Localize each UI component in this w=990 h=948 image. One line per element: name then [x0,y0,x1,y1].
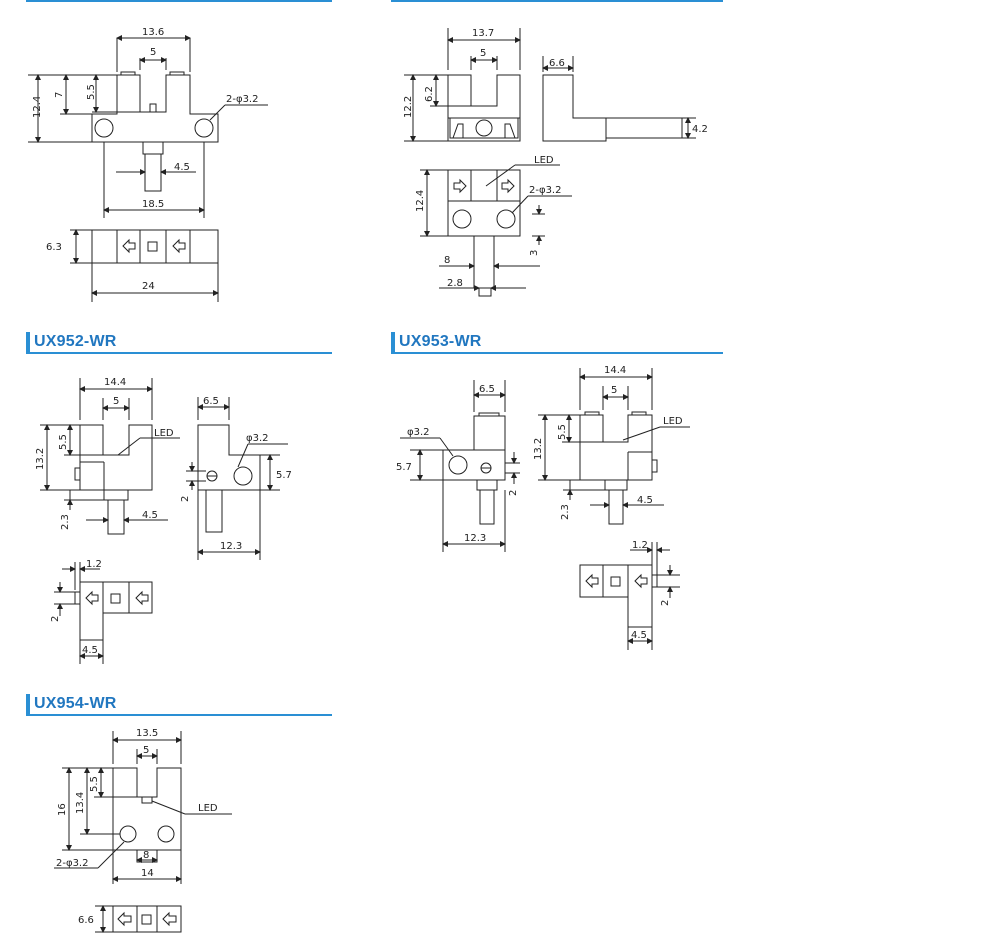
dim-c-height: 13.2 [35,448,46,470]
drawing-a: 13.6 5 12.4 7 5.5 2-φ3.2 4.5 18.5 6.3 24 [28,27,268,302]
led-label-c: LED [154,428,174,439]
dim-d-len: 12.3 [464,533,486,544]
dim-d-y: 5.7 [396,462,412,473]
section-header-ux954: UX954-WR [26,692,332,716]
drawing-b: 13.7 5 12.2 6.2 6.6 4.2 LED 2-φ3.2 12. [403,28,708,297]
dim-b-side-h: 4.2 [692,124,708,135]
dim-c-a: 2.3 [60,514,71,530]
led-label-e: LED [198,803,218,814]
dim-c-y2: 2 [180,496,191,502]
dim-c-t3: 4.5 [82,645,98,656]
dim-b-height: 12.2 [403,96,414,118]
dim-c-stem: 4.5 [142,510,158,521]
dim-e-hole: 2-φ3.2 [56,858,88,869]
dim-c-y: 5.7 [276,470,292,481]
dim-d-height: 13.2 [533,438,544,460]
dim-d-t1: 1.2 [632,540,648,551]
dim-d-t2: 2 [660,600,671,606]
dim-a-slot: 5 [150,47,156,58]
dim-e-width: 13.5 [136,728,158,739]
dim-d-slot: 5 [611,385,617,396]
header-accent-bar [391,332,395,352]
dim-d-a: 2.3 [560,504,571,520]
dim-e-x: 8 [143,850,149,861]
dim-c-t2: 2 [50,616,61,622]
section-header-ux952: UX952-WR [26,330,332,354]
dim-c-width: 14.4 [104,377,126,388]
dim-a-h1: 5.5 [86,84,97,100]
dim-b-slot: 5 [480,48,486,59]
dim-c-len: 12.3 [220,541,242,552]
led-label-b: LED [534,155,554,166]
dim-b-hole: 2-φ3.2 [529,185,561,196]
header-accent-bar [26,694,30,714]
dim-a-pitch: 18.5 [142,199,164,210]
dim-a-length: 24 [142,281,155,292]
dim-d-stem: 4.5 [637,495,653,506]
dim-d-h1: 5.5 [557,424,568,440]
dim-d-y2: 2 [508,490,519,496]
dim-b-x3: 2.8 [447,278,463,289]
dim-d-hole: φ3.2 [407,427,430,438]
drawing-ux952: 14.4 5 13.2 5.5 LED 2.3 4.5 6.5 φ3.2 5.7 [35,377,292,664]
dim-c-hole: φ3.2 [246,433,269,444]
dim-a-h2: 7 [54,92,65,98]
dim-a-height: 12.4 [32,96,43,118]
dim-d-width: 14.4 [604,365,626,376]
dim-e-h1: 5.5 [89,776,100,792]
dim-e-pitch: 14 [141,868,154,879]
dim-b-x1: 3 [529,250,540,256]
dim-b-h3: 12.4 [415,190,426,212]
dim-b-x2: 8 [444,255,450,266]
dim-b-h1: 6.2 [424,86,435,102]
dim-c-t1: 1.2 [86,559,102,570]
dim-e-t: 6.6 [78,915,94,926]
section-title: UX954-WR [34,695,117,712]
drawing-ux953: 6.5 φ3.2 5.7 2 12.3 14.4 5 13.2 5.5 LED [396,365,690,650]
dim-b-width: 13.7 [472,28,494,39]
header-accent-bar [26,332,30,352]
section-header-ux953: UX953-WR [391,330,723,354]
dim-a-stem: 4.5 [174,162,190,173]
dim-e-slot: 5 [143,745,149,756]
section-title: UX953-WR [399,333,482,350]
dim-a-thickness: 6.3 [46,242,62,253]
top-rule-right [391,0,723,2]
dim-b-side: 6.6 [549,58,565,69]
dim-e-h2: 13.4 [75,792,86,814]
dim-c-h1: 5.5 [58,434,69,450]
dim-d-side: 6.5 [479,384,495,395]
dim-c-slot: 5 [113,396,119,407]
dim-e-h3: 16 [57,803,68,816]
dim-a-hole: 2-φ3.2 [226,94,258,105]
dim-a-width: 13.6 [142,27,164,38]
top-rule-left [26,0,332,2]
led-label-d: LED [663,416,683,427]
drawing-ux954: 13.5 5 16 13.4 5.5 LED 2-φ3.2 8 14 6.6 [54,728,232,933]
section-title: UX952-WR [34,333,117,350]
dim-d-t3: 4.5 [631,630,647,641]
dim-c-side: 6.5 [203,396,219,407]
